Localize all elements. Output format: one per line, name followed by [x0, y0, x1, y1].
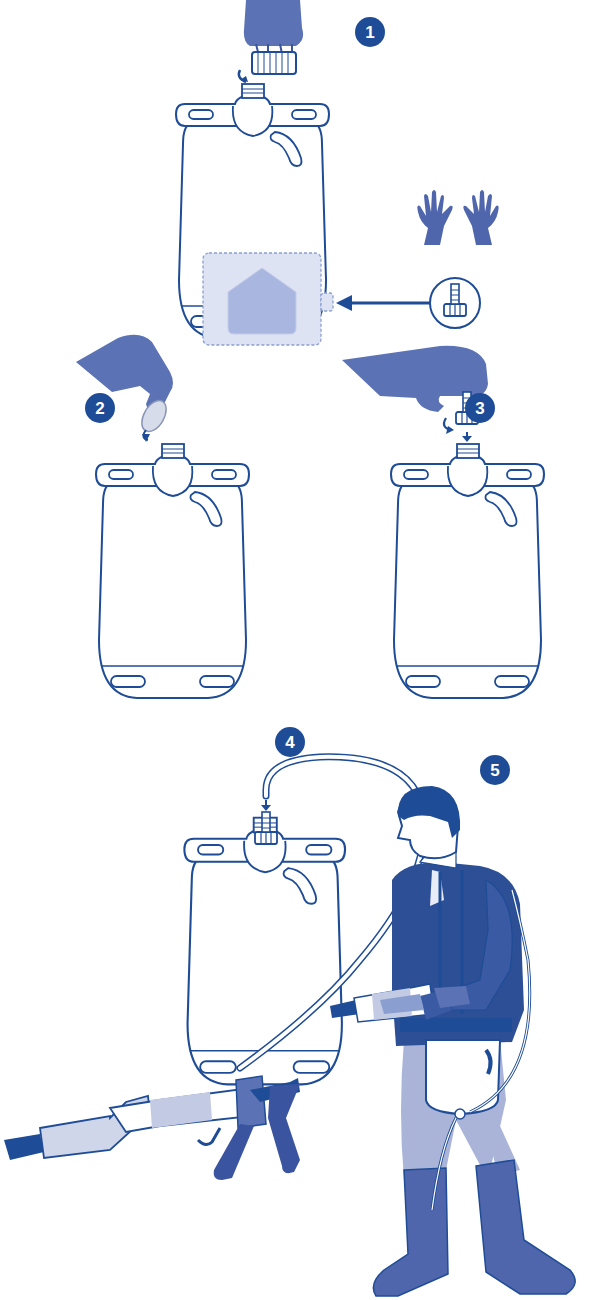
canister — [391, 444, 544, 698]
callout-number: 5 — [490, 762, 499, 779]
callout-number: 4 — [285, 734, 294, 751]
canister — [184, 818, 345, 1085]
drench-gun — [4, 1076, 300, 1180]
callout-disc — [85, 17, 510, 785]
operator — [330, 786, 575, 1296]
callout-number: 1 — [365, 24, 374, 41]
callout-number: 3 — [475, 400, 484, 417]
callout-number: 2 — [95, 400, 104, 417]
canister — [96, 444, 249, 698]
